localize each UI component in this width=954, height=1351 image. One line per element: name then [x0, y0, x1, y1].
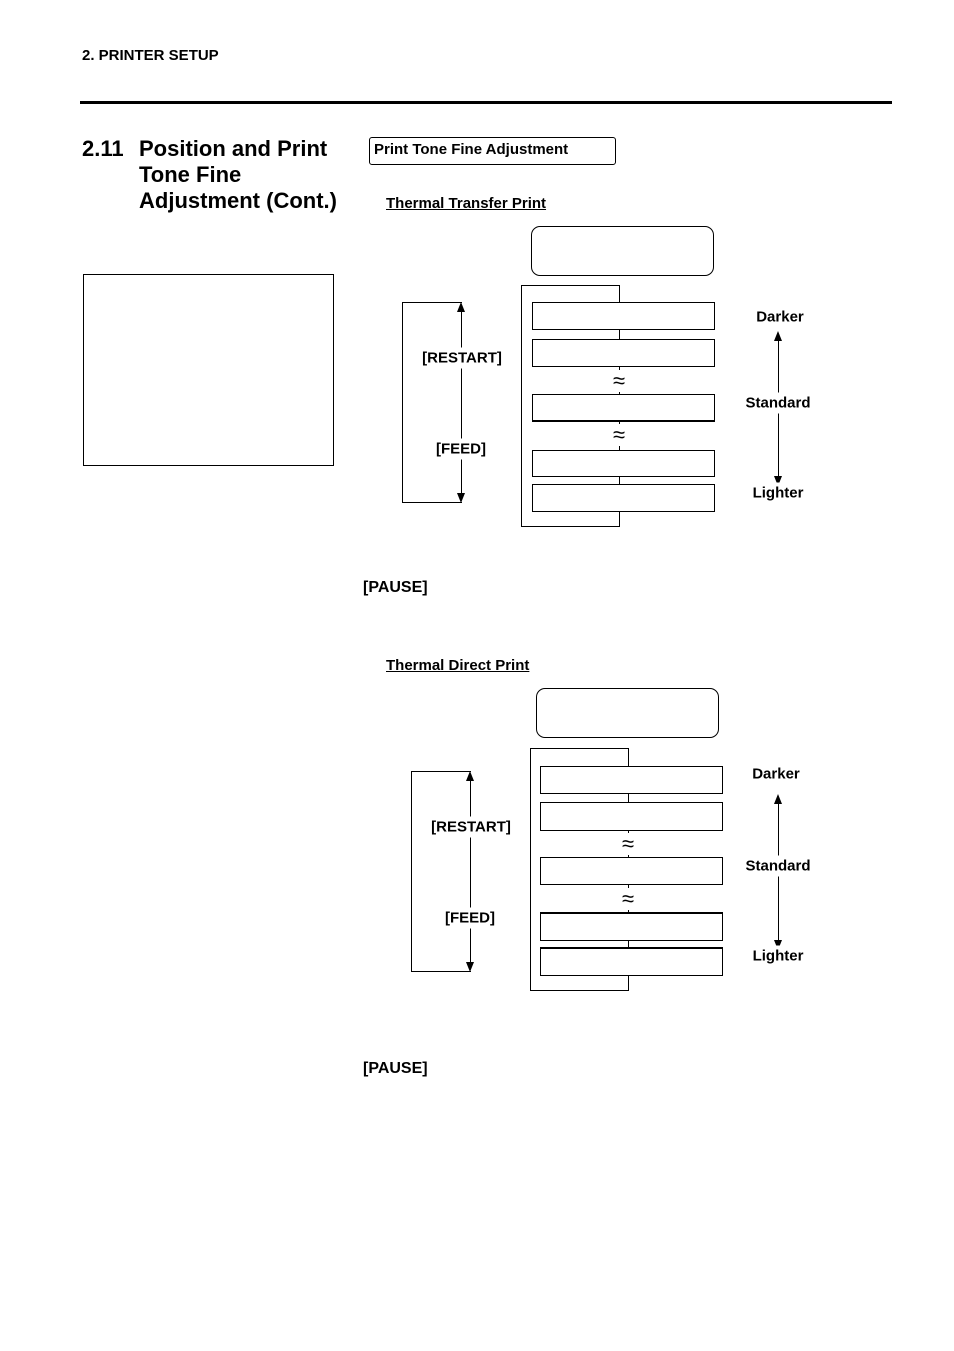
- break-wave-icon: ≈: [612, 422, 626, 447]
- setting-box: [540, 912, 723, 941]
- pause-key-label: [PAUSE]: [363, 1060, 428, 1077]
- setting-box-standard: [532, 394, 715, 422]
- arrow-down-icon: [466, 962, 474, 972]
- direct-title: Thermal Direct Print: [386, 657, 530, 674]
- darker-label: Darker: [752, 763, 800, 785]
- restart-key-label: [RESTART]: [431, 816, 511, 838]
- illustration-frame: [83, 274, 334, 466]
- key-loop: [411, 771, 471, 972]
- setting-box: [540, 947, 723, 976]
- setting-box-standard: [540, 857, 723, 885]
- title-line: Position and Print: [139, 136, 328, 161]
- arrow-up-icon: [457, 302, 465, 312]
- setting-box: [532, 450, 715, 477]
- feed-key-label: [FEED]: [436, 438, 486, 460]
- feed-key-label: [FEED]: [445, 907, 495, 929]
- title-line: Tone Fine: [139, 162, 242, 187]
- key-arrow-line: [461, 306, 462, 498]
- lcd-display: [536, 688, 719, 738]
- key-arrow-line: [470, 775, 471, 967]
- section-header: 2. PRINTER SETUP: [82, 47, 219, 64]
- arrow-down-icon: [457, 493, 465, 503]
- topic-tag: Print Tone Fine Adjustment: [369, 137, 616, 165]
- section-number: 2.11: [82, 136, 124, 161]
- arrow-up-icon: [466, 771, 474, 781]
- pause-key-label: [PAUSE]: [363, 579, 428, 596]
- standard-label: Standard: [745, 855, 811, 877]
- standard-label: Standard: [745, 392, 811, 414]
- arrow-up-icon: [774, 331, 782, 341]
- header-rule: [80, 101, 892, 104]
- setting-box: [532, 484, 715, 512]
- arrow-down-icon: [774, 940, 782, 950]
- arrow-up-icon: [774, 794, 782, 804]
- arrow-down-icon: [774, 476, 782, 486]
- setting-box: [540, 802, 723, 831]
- break-wave-icon: ≈: [621, 886, 635, 911]
- lcd-display: [531, 226, 714, 276]
- break-wave-icon: ≈: [612, 368, 626, 393]
- transfer-title: Thermal Transfer Print: [386, 195, 547, 212]
- setting-box: [540, 766, 723, 794]
- key-loop: [402, 302, 462, 503]
- darker-label: Darker: [756, 306, 804, 328]
- lighter-label: Lighter: [752, 945, 804, 967]
- page-title: Position and Print Tone Fine Adjustment …: [139, 136, 337, 214]
- title-line: Adjustment (Cont.): [139, 188, 337, 213]
- setting-box: [532, 302, 715, 330]
- restart-key-label: [RESTART]: [422, 347, 502, 369]
- setting-box: [532, 339, 715, 367]
- lighter-label: Lighter: [752, 482, 804, 504]
- break-wave-icon: ≈: [621, 831, 635, 856]
